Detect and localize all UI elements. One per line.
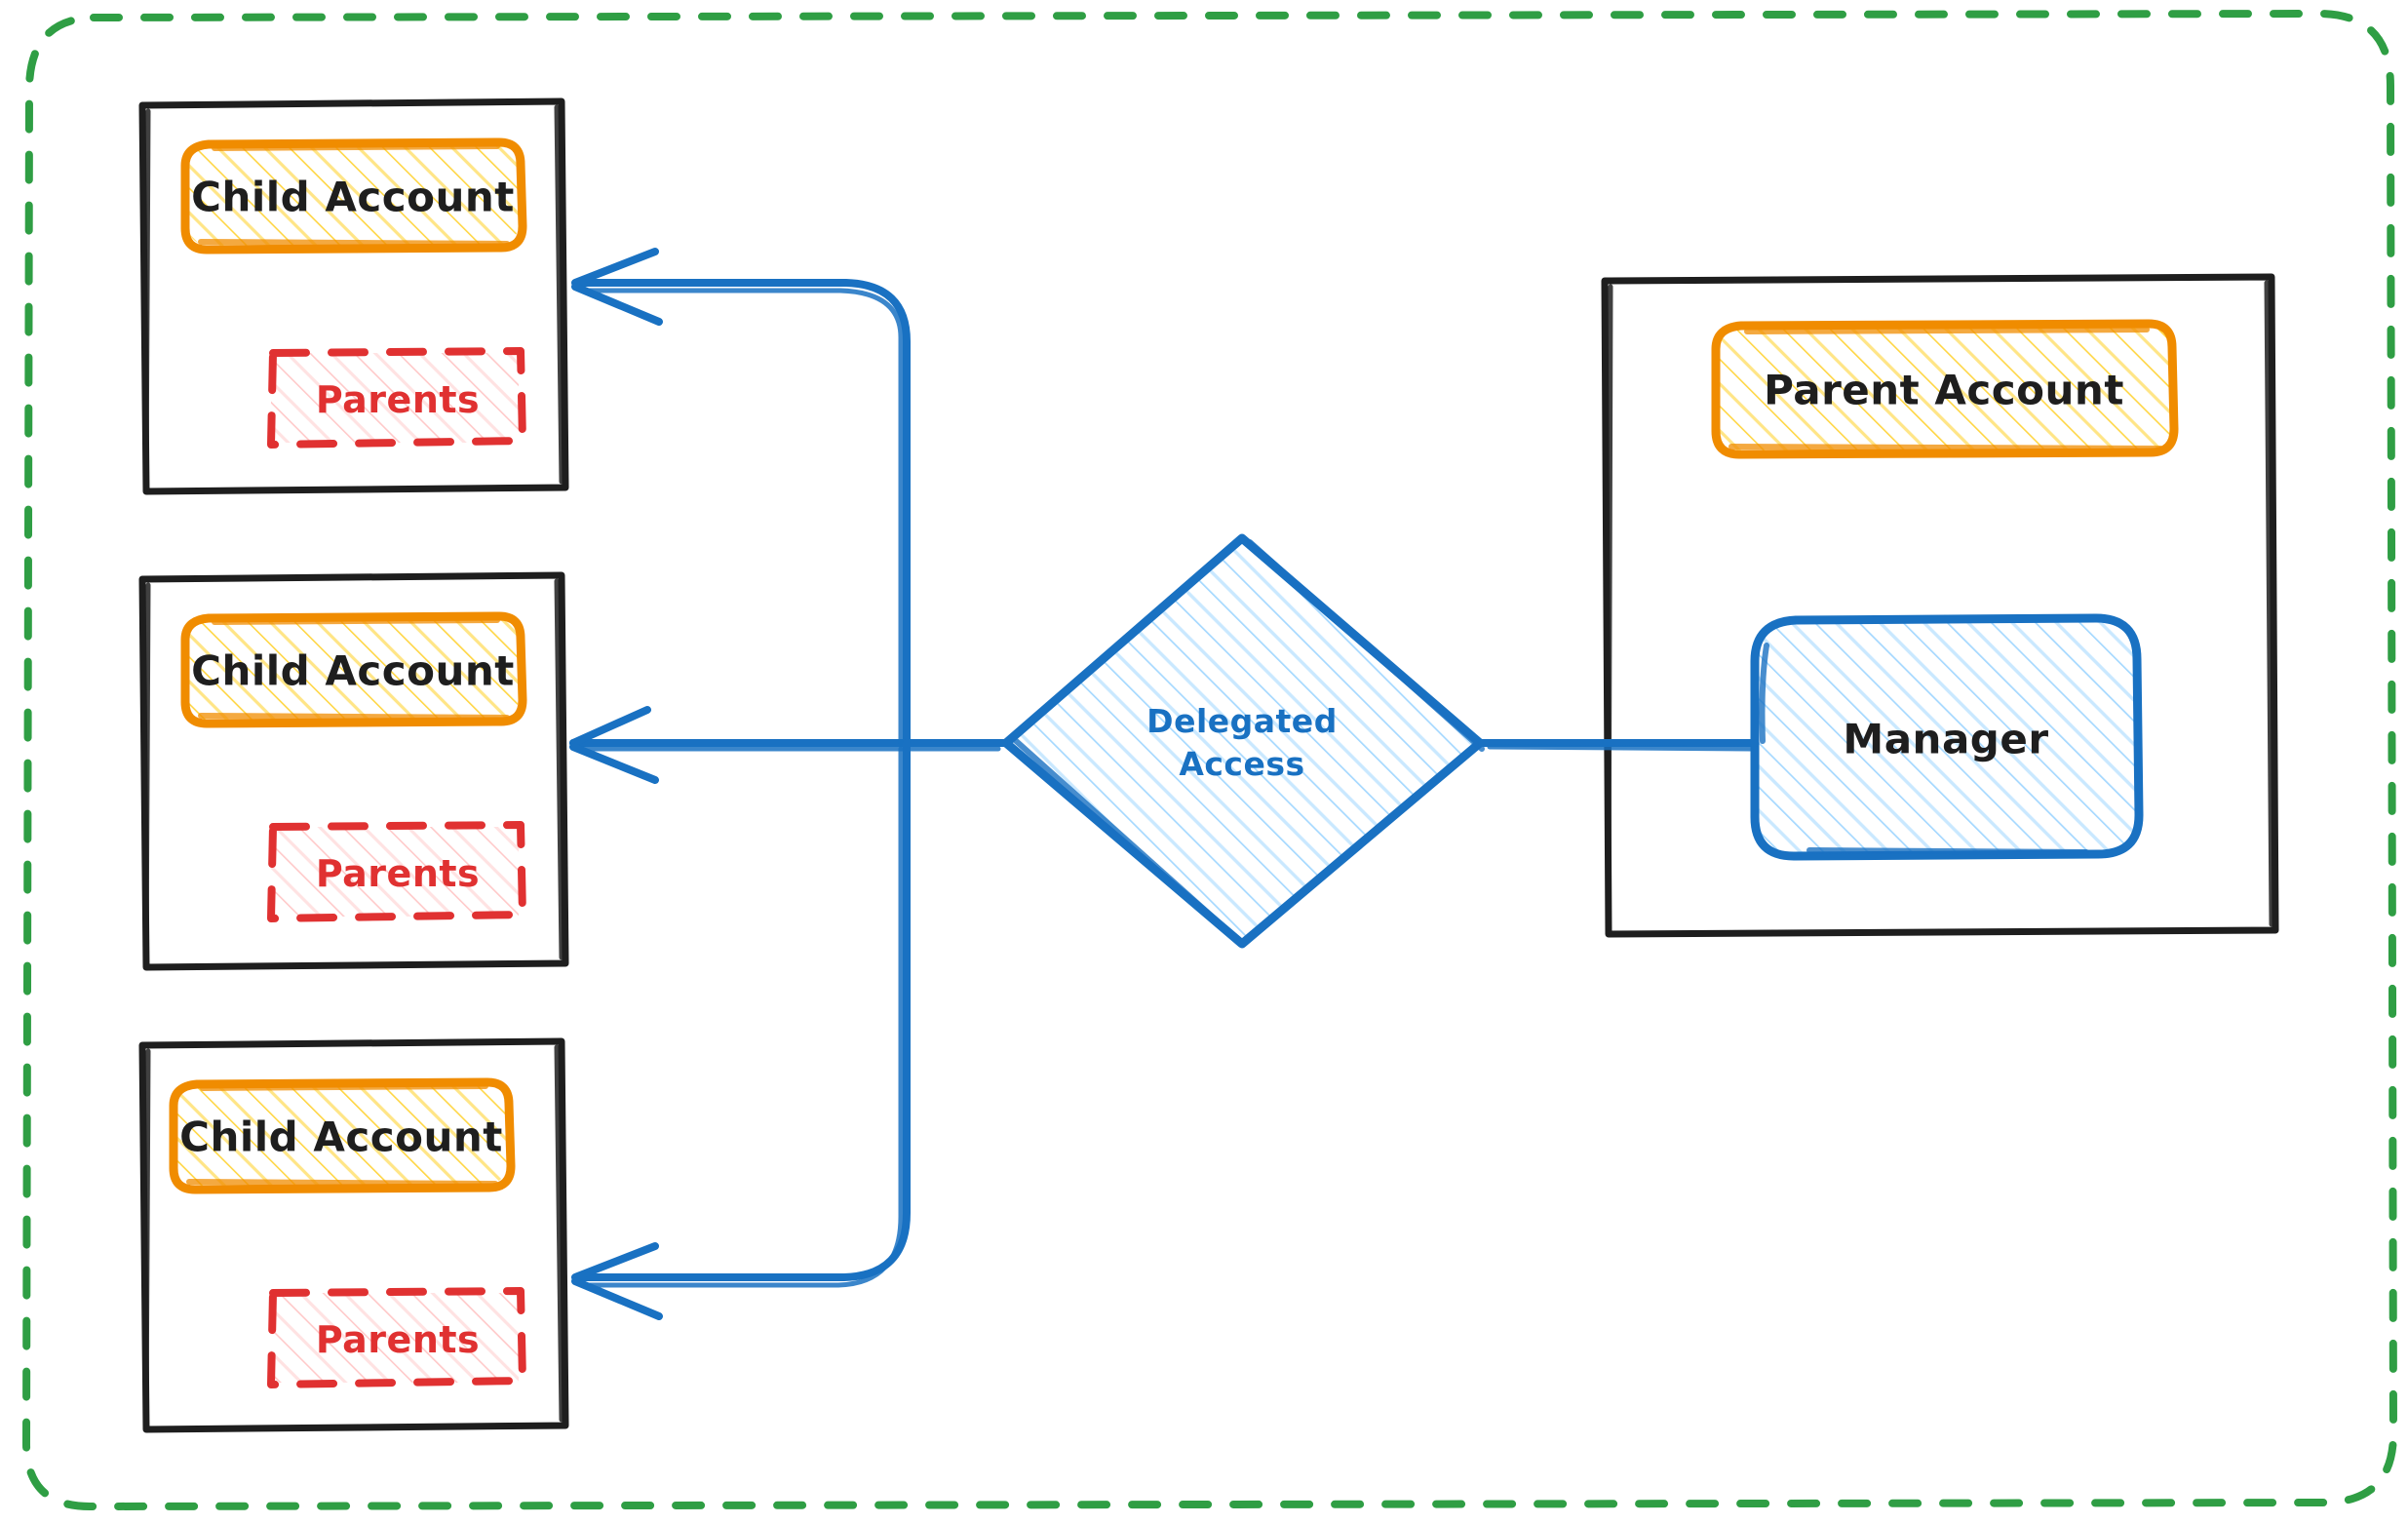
connector-manager-to-delegated	[1478, 739, 1759, 752]
parent-container[interactable]	[1601, 273, 2279, 938]
child-account-box-1[interactable]	[180, 137, 527, 254]
parents-box-3[interactable]	[267, 1287, 526, 1388]
child-container-3[interactable]	[138, 1037, 569, 1433]
parents-box-1[interactable]	[267, 347, 526, 449]
delegated-access-diamond[interactable]	[1001, 533, 1485, 949]
manager-box[interactable]	[1750, 613, 2144, 861]
parent-account-box[interactable]	[1711, 319, 2179, 459]
child-container-1[interactable]	[138, 98, 569, 495]
parents-box-2[interactable]	[267, 821, 526, 922]
connector-delegated-to-child-1	[571, 248, 911, 747]
child-account-box-3[interactable]	[169, 1077, 516, 1194]
connector-delegated-to-child-3	[571, 739, 911, 1320]
child-container-2[interactable]	[138, 571, 569, 971]
connector-delegated-to-child-2	[569, 706, 1008, 784]
child-account-box-2[interactable]	[180, 611, 527, 728]
outer-boundary	[21, 10, 2397, 1510]
